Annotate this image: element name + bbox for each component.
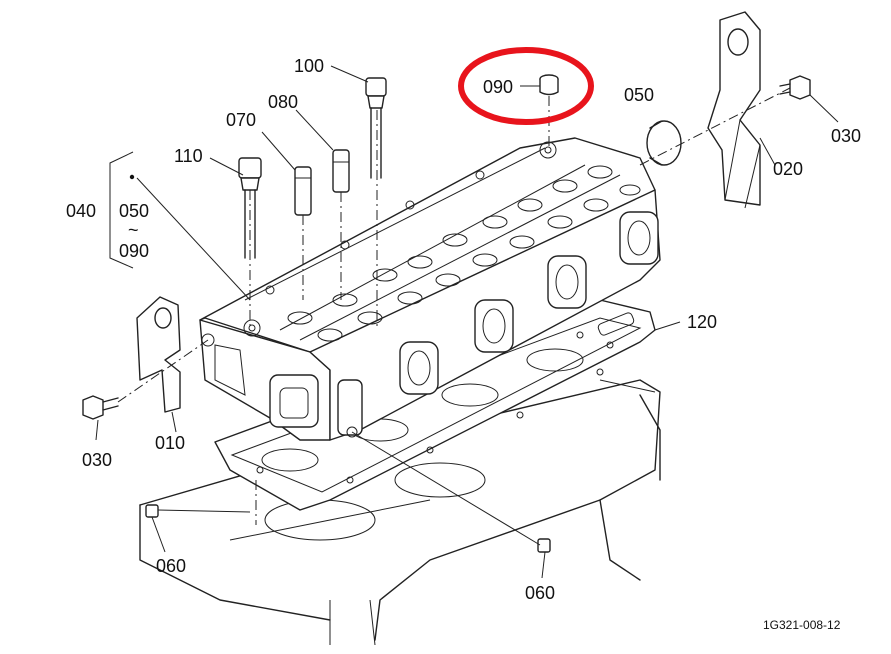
bolt-110 [238, 157, 262, 259]
label-060-bottom: 060 [525, 583, 555, 603]
bolt-030-right [779, 75, 811, 100]
label-090-range: 090 [119, 241, 149, 261]
sleeve-070 [294, 166, 312, 216]
label-020: 020 [773, 159, 803, 179]
dowel-060-bottom [537, 538, 551, 553]
dowel-060-left [145, 504, 159, 518]
reference-code: 1G321-008-12 [763, 618, 841, 632]
valve-ports [243, 141, 641, 342]
label-range-separator: ~ [128, 220, 139, 240]
cylinder-head [199, 137, 661, 441]
label-040: 040 [66, 201, 96, 221]
leader-lines [95, 65, 839, 579]
label-080: 080 [268, 92, 298, 112]
cap-090 [539, 74, 559, 96]
label-050: 050 [624, 85, 654, 105]
label-030-right: 030 [831, 126, 861, 146]
highlight-ellipse [458, 47, 594, 125]
bolt-030-left [82, 395, 119, 420]
label-100: 100 [294, 56, 324, 76]
sleeve-080 [332, 149, 350, 193]
bracket-020 [707, 11, 761, 209]
label-070: 070 [226, 110, 256, 130]
plug-050 [646, 120, 682, 166]
label-060-left: 060 [156, 556, 186, 576]
label-120: 120 [687, 312, 717, 332]
label-110: 110 [174, 146, 203, 166]
bolt-100 [365, 77, 387, 179]
bracket-010 [136, 296, 181, 413]
label-090-top: 090 [483, 77, 513, 97]
label-050-range: 050 [119, 201, 149, 221]
label-010: 010 [155, 433, 185, 453]
label-030-left: 030 [82, 450, 112, 470]
